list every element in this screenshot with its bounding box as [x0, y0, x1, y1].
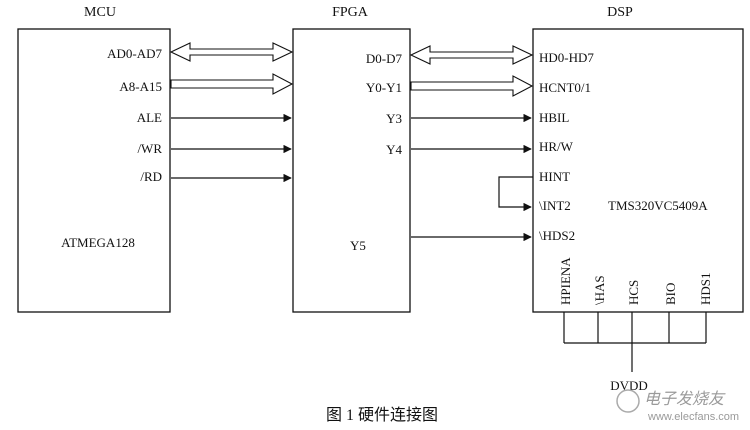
mcu-block [17, 28, 171, 313]
loop-hint-int2 [498, 176, 533, 212]
mcu-chip-name: ATMEGA128 [61, 235, 135, 250]
mcu-pin-ad0-ad7: AD0-AD7 [107, 46, 162, 61]
mcu-pin-a8-a15: A8-A15 [119, 79, 162, 94]
fpga-block [292, 28, 411, 313]
dsp-pin-hint: HINT [539, 169, 570, 184]
fpga-pin-y5: Y5 [350, 238, 366, 253]
mcu-title: MCU [84, 5, 116, 20]
mcu-pin-ale: ALE [137, 110, 162, 125]
dsp-bottom-pin-hds1: HDS1 [698, 272, 713, 305]
fpga-pin-y4: Y4 [386, 142, 402, 157]
bus-arrow-d-hd [409, 45, 534, 65]
bus-arrow-y0-hcnt [410, 75, 534, 97]
dsp-title: DSP [607, 5, 633, 20]
fpga-pin-d0-d7: D0-D7 [366, 51, 403, 66]
supply-label: DVDD [610, 378, 648, 393]
watermark-text: 电子发烧友 [644, 390, 726, 408]
bus-arrow-ad-d [169, 42, 294, 62]
dsp-pin-int2: \INT2 [539, 198, 571, 213]
bus-arrow-a8-a15 [170, 73, 294, 95]
watermark-url: www.elecfans.com [647, 411, 739, 423]
dsp-block [532, 28, 744, 313]
dsp-bottom-pin-hpiena: HPIENA [558, 257, 573, 305]
fpga-pin-y0-y1: Y0-Y1 [366, 80, 402, 95]
figure-caption: 图 1 硬件连接图 [326, 406, 438, 424]
dsp-pin-hrw: HR/W [539, 139, 574, 154]
dsp-chip-name: TMS320VC5409A [608, 198, 708, 213]
dsp-pin-hd0-hd7: HD0-HD7 [539, 50, 594, 65]
dsp-bottom-pin-has: \HAS [592, 275, 607, 305]
watermark-logo-icon [616, 389, 640, 413]
fpga-title: FPGA [332, 5, 369, 20]
watermark: 电子发烧友 www.elecfans.com [616, 389, 739, 423]
dsp-pin-hds2: \HDS2 [539, 228, 575, 243]
dsp-pin-hbil: HBIL [539, 110, 569, 125]
mcu-pin-rd: /RD [140, 169, 162, 184]
dsp-pin-hcnt0-1: HCNT0/1 [539, 80, 591, 95]
dsp-bottom-pin-hcs: HCS [626, 280, 641, 305]
dsp-bottom-pin-bio: BIO [663, 283, 678, 305]
fpga-pin-y3: Y3 [386, 111, 402, 126]
mcu-pin-wr: /WR [137, 141, 162, 156]
